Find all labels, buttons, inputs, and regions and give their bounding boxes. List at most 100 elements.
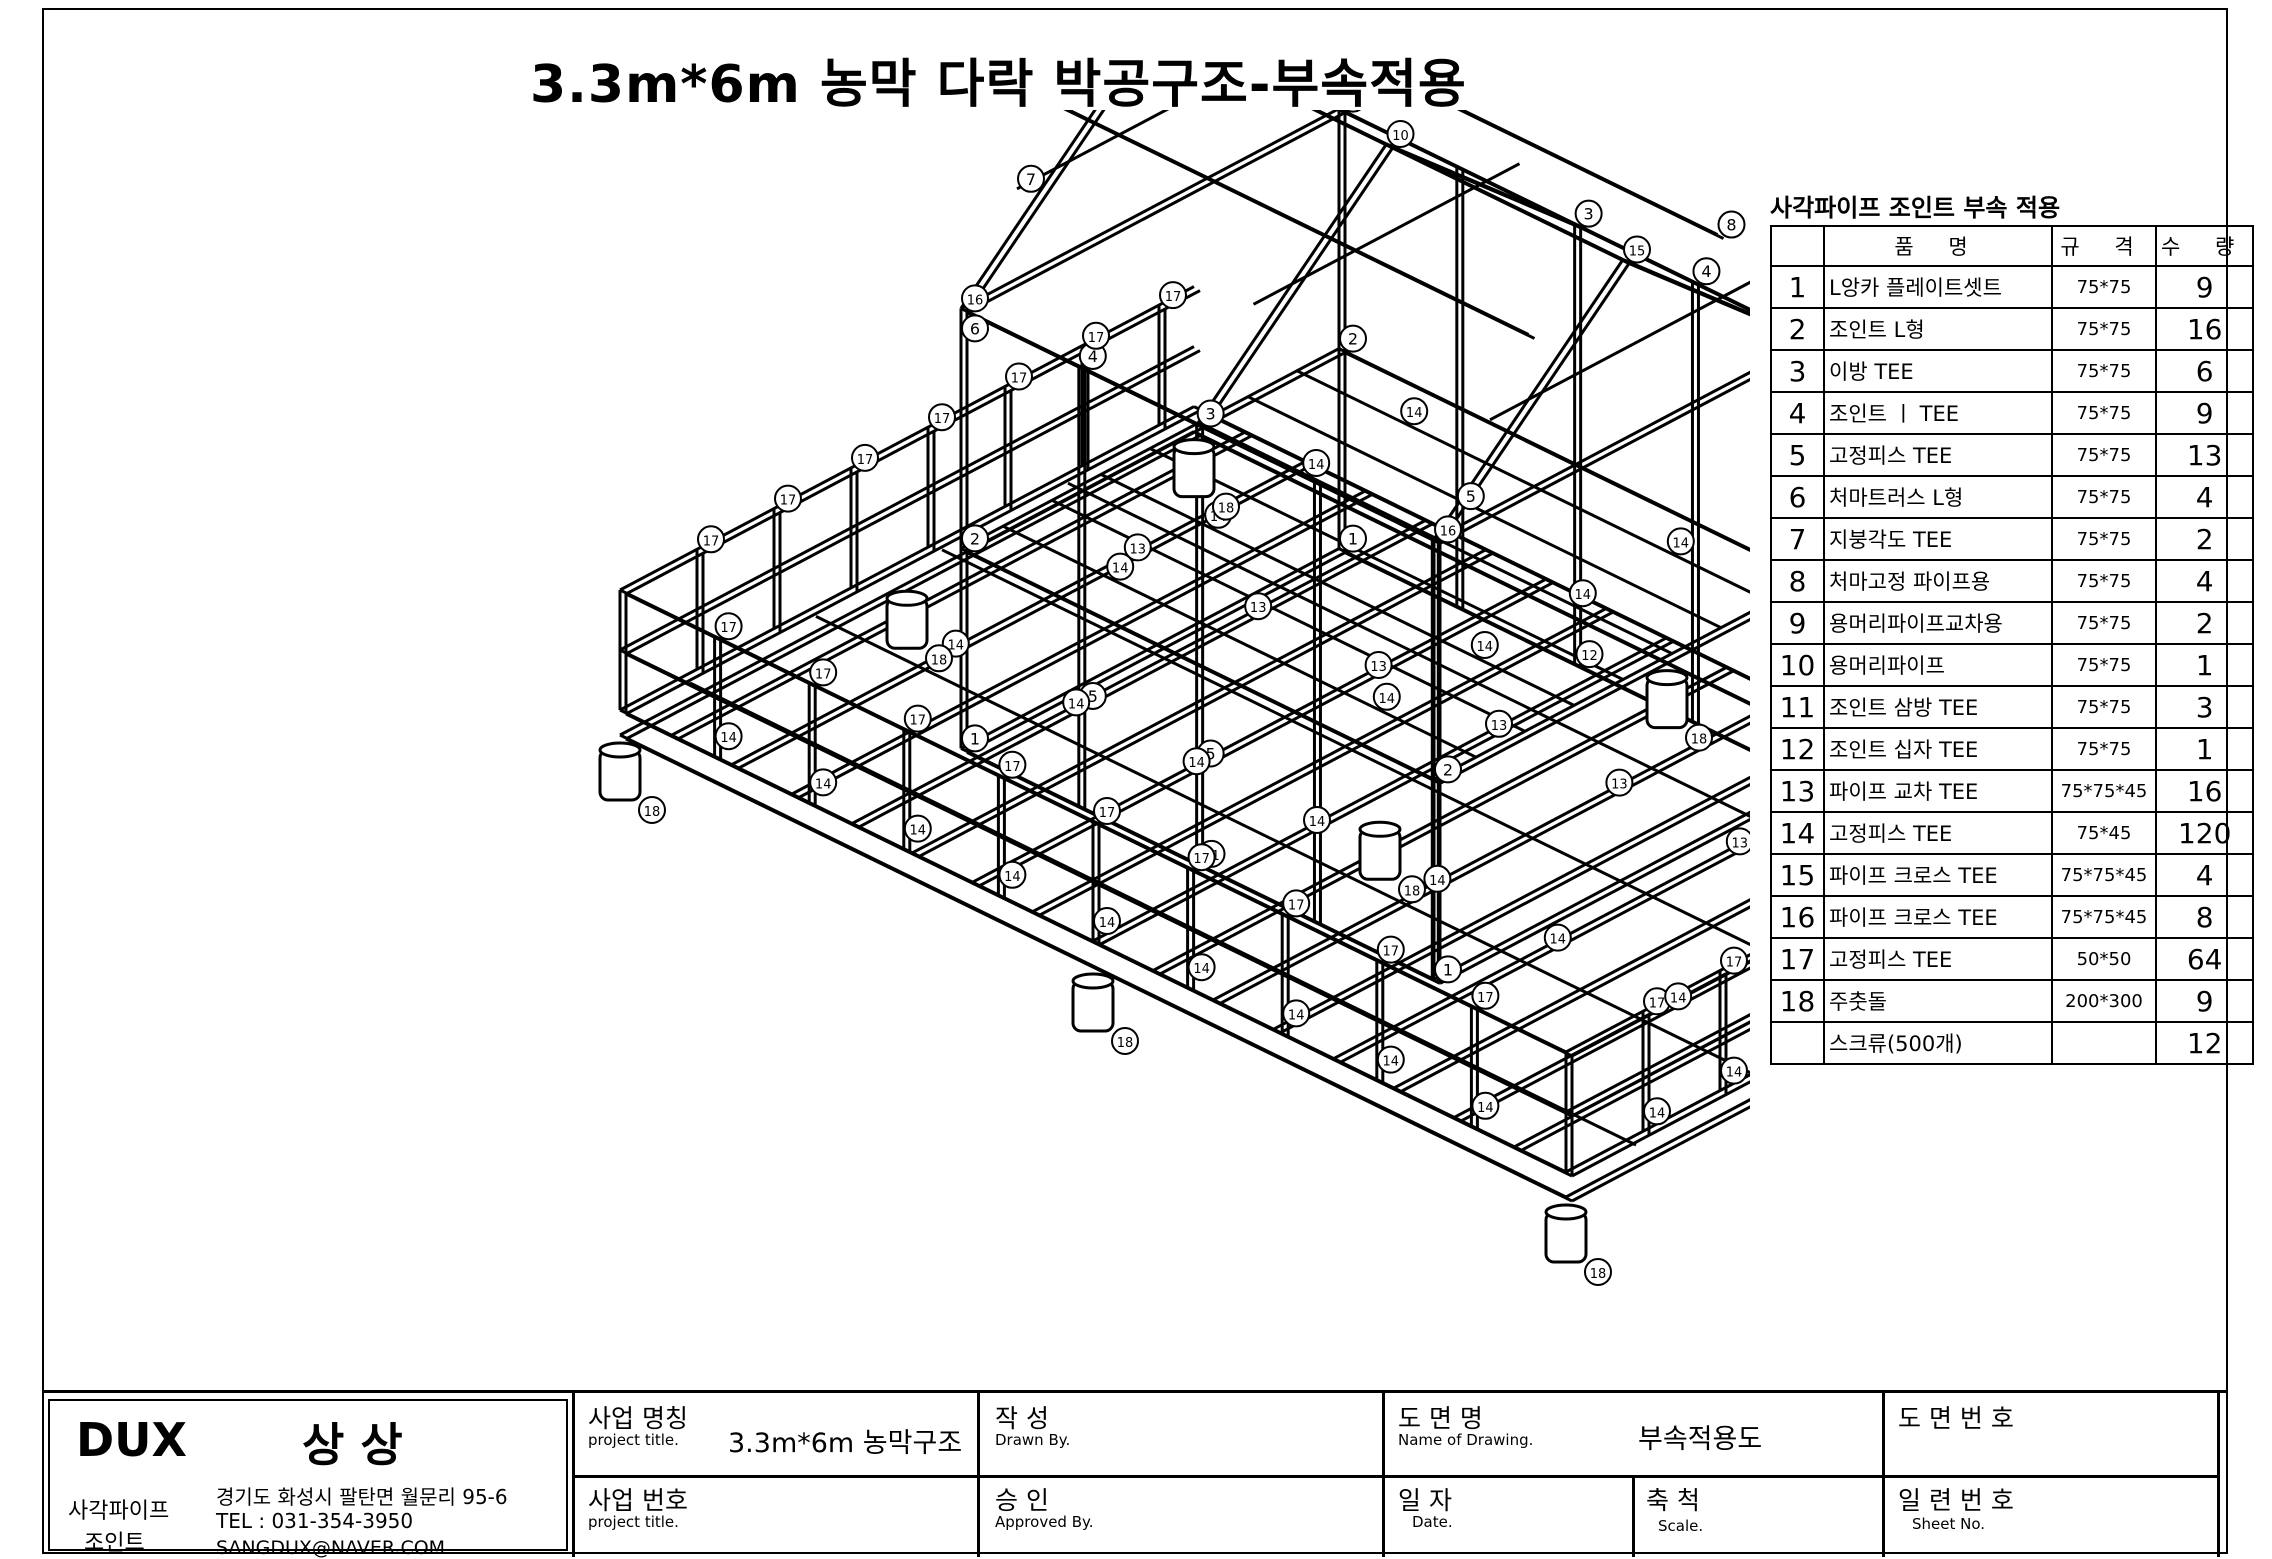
pipe-member (1439, 817, 1750, 985)
row-name: 처마트러스 L형 (1823, 475, 2053, 519)
row-qty: 13 (2154, 433, 2255, 477)
callout-number: 16 (967, 293, 984, 308)
pipe-member (1439, 617, 1750, 785)
pipe-member (1571, 1105, 1750, 1203)
callout-number: 14 (1308, 458, 1325, 473)
row-spec (2051, 1021, 2157, 1065)
part-callout: 16 (1434, 515, 1462, 544)
footing-stone (1358, 820, 1402, 881)
part-callout: 14 (1106, 552, 1135, 581)
callout-number: 1 (1348, 530, 1358, 549)
pipe-member (971, 577, 1548, 884)
row-name: 고정피스 TEE (1823, 811, 2053, 855)
callout-number: 13 (1370, 660, 1387, 675)
part-callout: 14 (1471, 1091, 1500, 1120)
row-no: 8 (1770, 559, 1825, 603)
date-label: 일 자 (1398, 1486, 1452, 1515)
part-callout: 13 (1123, 533, 1152, 562)
row-name: 스크류(500개) (1823, 1021, 2053, 1065)
project-no-label: 사업 번호 (588, 1486, 688, 1515)
callout-number: 14 (815, 777, 832, 792)
row-no: 2 (1770, 307, 1825, 351)
callout-number: 4 (1701, 262, 1711, 281)
part-callout: 17 (1187, 843, 1216, 872)
pipe-member (1247, 395, 1722, 630)
part-callout: 17 (903, 704, 932, 733)
callout-number: 14 (1477, 1101, 1494, 1116)
row-no: 7 (1770, 517, 1825, 561)
row-name: 파이프 교차 TEE (1823, 769, 2053, 813)
part-callout: 14 (1666, 527, 1695, 556)
callout-number: 14 (1726, 1066, 1743, 1081)
callout-number: 14 (1068, 697, 1085, 712)
pipe-member (1344, 551, 1750, 753)
row-name: 파이프 크로스 TEE (1823, 853, 2053, 897)
callout-number: 16 (1440, 524, 1457, 539)
part-callout: 17 (809, 658, 838, 687)
pipe-member (1199, 434, 1750, 706)
pipe-member (815, 615, 1750, 1075)
callout-number: 17 (910, 714, 927, 729)
tb-divider (1632, 1475, 1635, 1557)
approved-label-en: Approved By. (995, 1513, 1094, 1531)
col-no (1770, 225, 1825, 267)
footing-stone (1172, 438, 1216, 499)
callout-number: 18 (1691, 733, 1708, 748)
callout-number: 13 (1611, 778, 1628, 793)
callout-number: 5 (1466, 487, 1476, 506)
drawing-name-value: 부속적용도 (1638, 1424, 1763, 1455)
pipe-member (960, 110, 1340, 310)
row-no: 15 (1770, 853, 1825, 897)
pipe-member (1252, 162, 1521, 306)
callout-number: 13 (1250, 601, 1267, 616)
callout-number: 17 (1288, 898, 1305, 913)
callout-number: 3 (1584, 205, 1594, 224)
row-no: 3 (1770, 349, 1825, 393)
row-spec: 75*75 (2051, 391, 2157, 435)
company-tel: TEL : 031-354-3950 (216, 1509, 414, 1533)
pipe-member (1278, 782, 1750, 1035)
pipe-member (1571, 1080, 1750, 1178)
part-callout: 14 (714, 722, 743, 751)
callout-number: 17 (720, 621, 737, 636)
callout-number: 14 (1188, 756, 1205, 771)
row-qty: 3 (2154, 685, 2255, 729)
pipe-member (625, 652, 1573, 1118)
part-callout: 18 (925, 644, 953, 673)
pipe-member (676, 434, 1253, 741)
pipe-member (966, 551, 1346, 754)
pipe-member (851, 518, 1427, 825)
callout-number: 17 (1165, 290, 1182, 305)
row-no (1770, 1021, 1825, 1065)
row-name: 주춧돌 (1823, 979, 2053, 1023)
row-spec: 75*75 (2051, 559, 2157, 603)
project-no-label-en: project title. (588, 1513, 679, 1531)
row-name: L앙카 플레이트셋트 (1823, 265, 2053, 309)
callout-number: 17 (1383, 945, 1400, 960)
scale-label-en: Scale. (1658, 1517, 1704, 1535)
pipe-member (619, 405, 1195, 712)
row-spec: 75*75 (2051, 307, 2157, 351)
pipe-member (911, 548, 1488, 855)
callout-number: 14 (1099, 916, 1116, 931)
row-no: 11 (1770, 685, 1825, 729)
callout-number: 18 (1117, 1036, 1134, 1051)
footing-stone (1071, 972, 1115, 1033)
row-qty: 9 (2154, 265, 2255, 309)
part-callout: 14 (1302, 449, 1331, 477)
callout-number: 17 (1649, 996, 1666, 1011)
pipe-member (625, 349, 1201, 656)
callout-number: 15 (1629, 245, 1646, 260)
row-qty: 2 (2154, 601, 2255, 645)
callout-number: 14 (1575, 588, 1592, 603)
row-no: 1 (1770, 265, 1825, 309)
callout-number: 13 (1732, 836, 1749, 851)
row-no: 6 (1770, 475, 1825, 519)
part-callout: 13 (1485, 709, 1513, 738)
part-callout: 14 (1423, 864, 1452, 893)
